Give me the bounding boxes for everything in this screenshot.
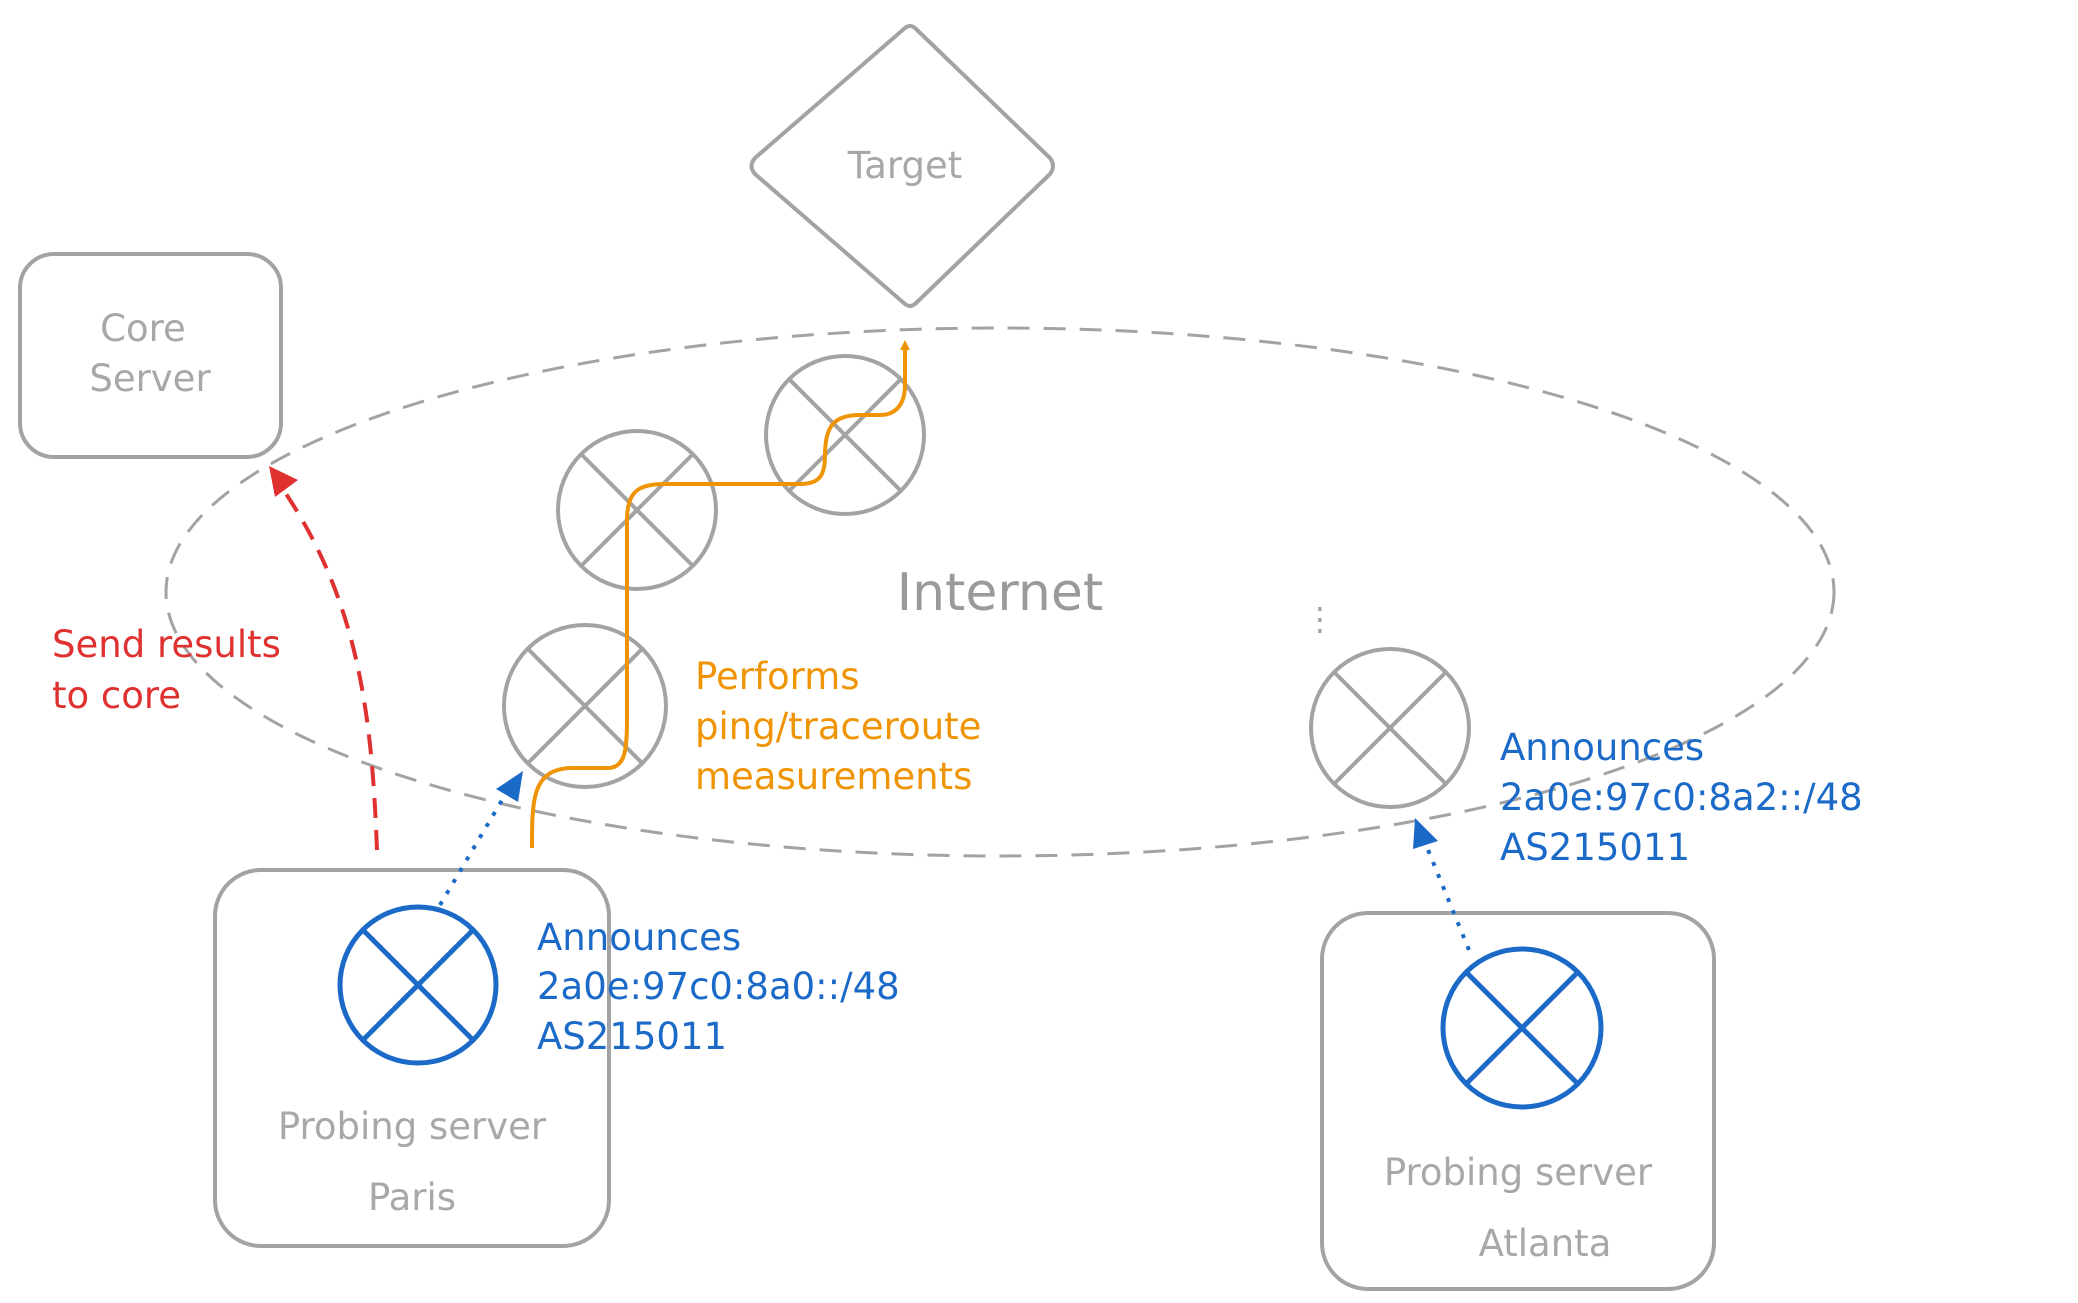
announce-atlanta-arrow: [1424, 844, 1471, 951]
router-icon: [337, 904, 499, 1066]
announce-atlanta-arrowhead: [1413, 818, 1438, 849]
internet-label: Internet: [897, 563, 1103, 623]
target-node: Target: [749, 24, 1055, 308]
core-server-node: Core Server: [18, 252, 283, 459]
probe-paris-title: Probing server: [278, 1105, 547, 1148]
announce-paris-arrow: [438, 788, 510, 907]
probe-paris-city: Paris: [368, 1176, 456, 1219]
ellipsis-label: ⋮: [1304, 600, 1336, 638]
announce-paris-arrowhead: [496, 771, 523, 802]
send-results-arrow: [278, 483, 379, 851]
measurement-path: [530, 340, 910, 849]
send-results-line1: Send results: [52, 623, 281, 666]
router-icon: [764, 354, 926, 516]
probe-atlanta-node: Probing server Atlanta: [1320, 911, 1716, 1291]
core-server-label-line1: Core: [100, 307, 186, 350]
send-results-line2: to core: [52, 674, 181, 717]
internet-cloud: [164, 326, 1836, 858]
target-label: Target: [847, 144, 962, 187]
router-icon: [1309, 647, 1471, 809]
probe-atlanta-title: Probing server: [1384, 1151, 1653, 1194]
probe-paris-node: Probing server Paris: [213, 868, 611, 1248]
router-icon: [556, 429, 718, 591]
performs-line1: Performs: [695, 655, 860, 698]
send-results-arrowhead: [269, 466, 298, 497]
announce-paris-line3: AS215011: [537, 1015, 727, 1058]
announce-atlanta-line1: Announces: [1500, 726, 1704, 769]
probe-atlanta-city: Atlanta: [1479, 1222, 1612, 1265]
announce-paris-line2: 2a0e:97c0:8a0::/48: [537, 965, 900, 1008]
performs-line2: ping/traceroute: [695, 705, 981, 748]
core-server-label-line2: Server: [89, 357, 211, 400]
router-icon: [502, 623, 668, 789]
announce-paris-line1: Announces: [537, 916, 741, 959]
announce-atlanta-line3: AS215011: [1500, 826, 1690, 869]
announce-atlanta-line2: 2a0e:97c0:8a2::/48: [1500, 776, 1863, 819]
router-icon: [1440, 946, 1604, 1110]
performs-line3: measurements: [695, 755, 972, 798]
